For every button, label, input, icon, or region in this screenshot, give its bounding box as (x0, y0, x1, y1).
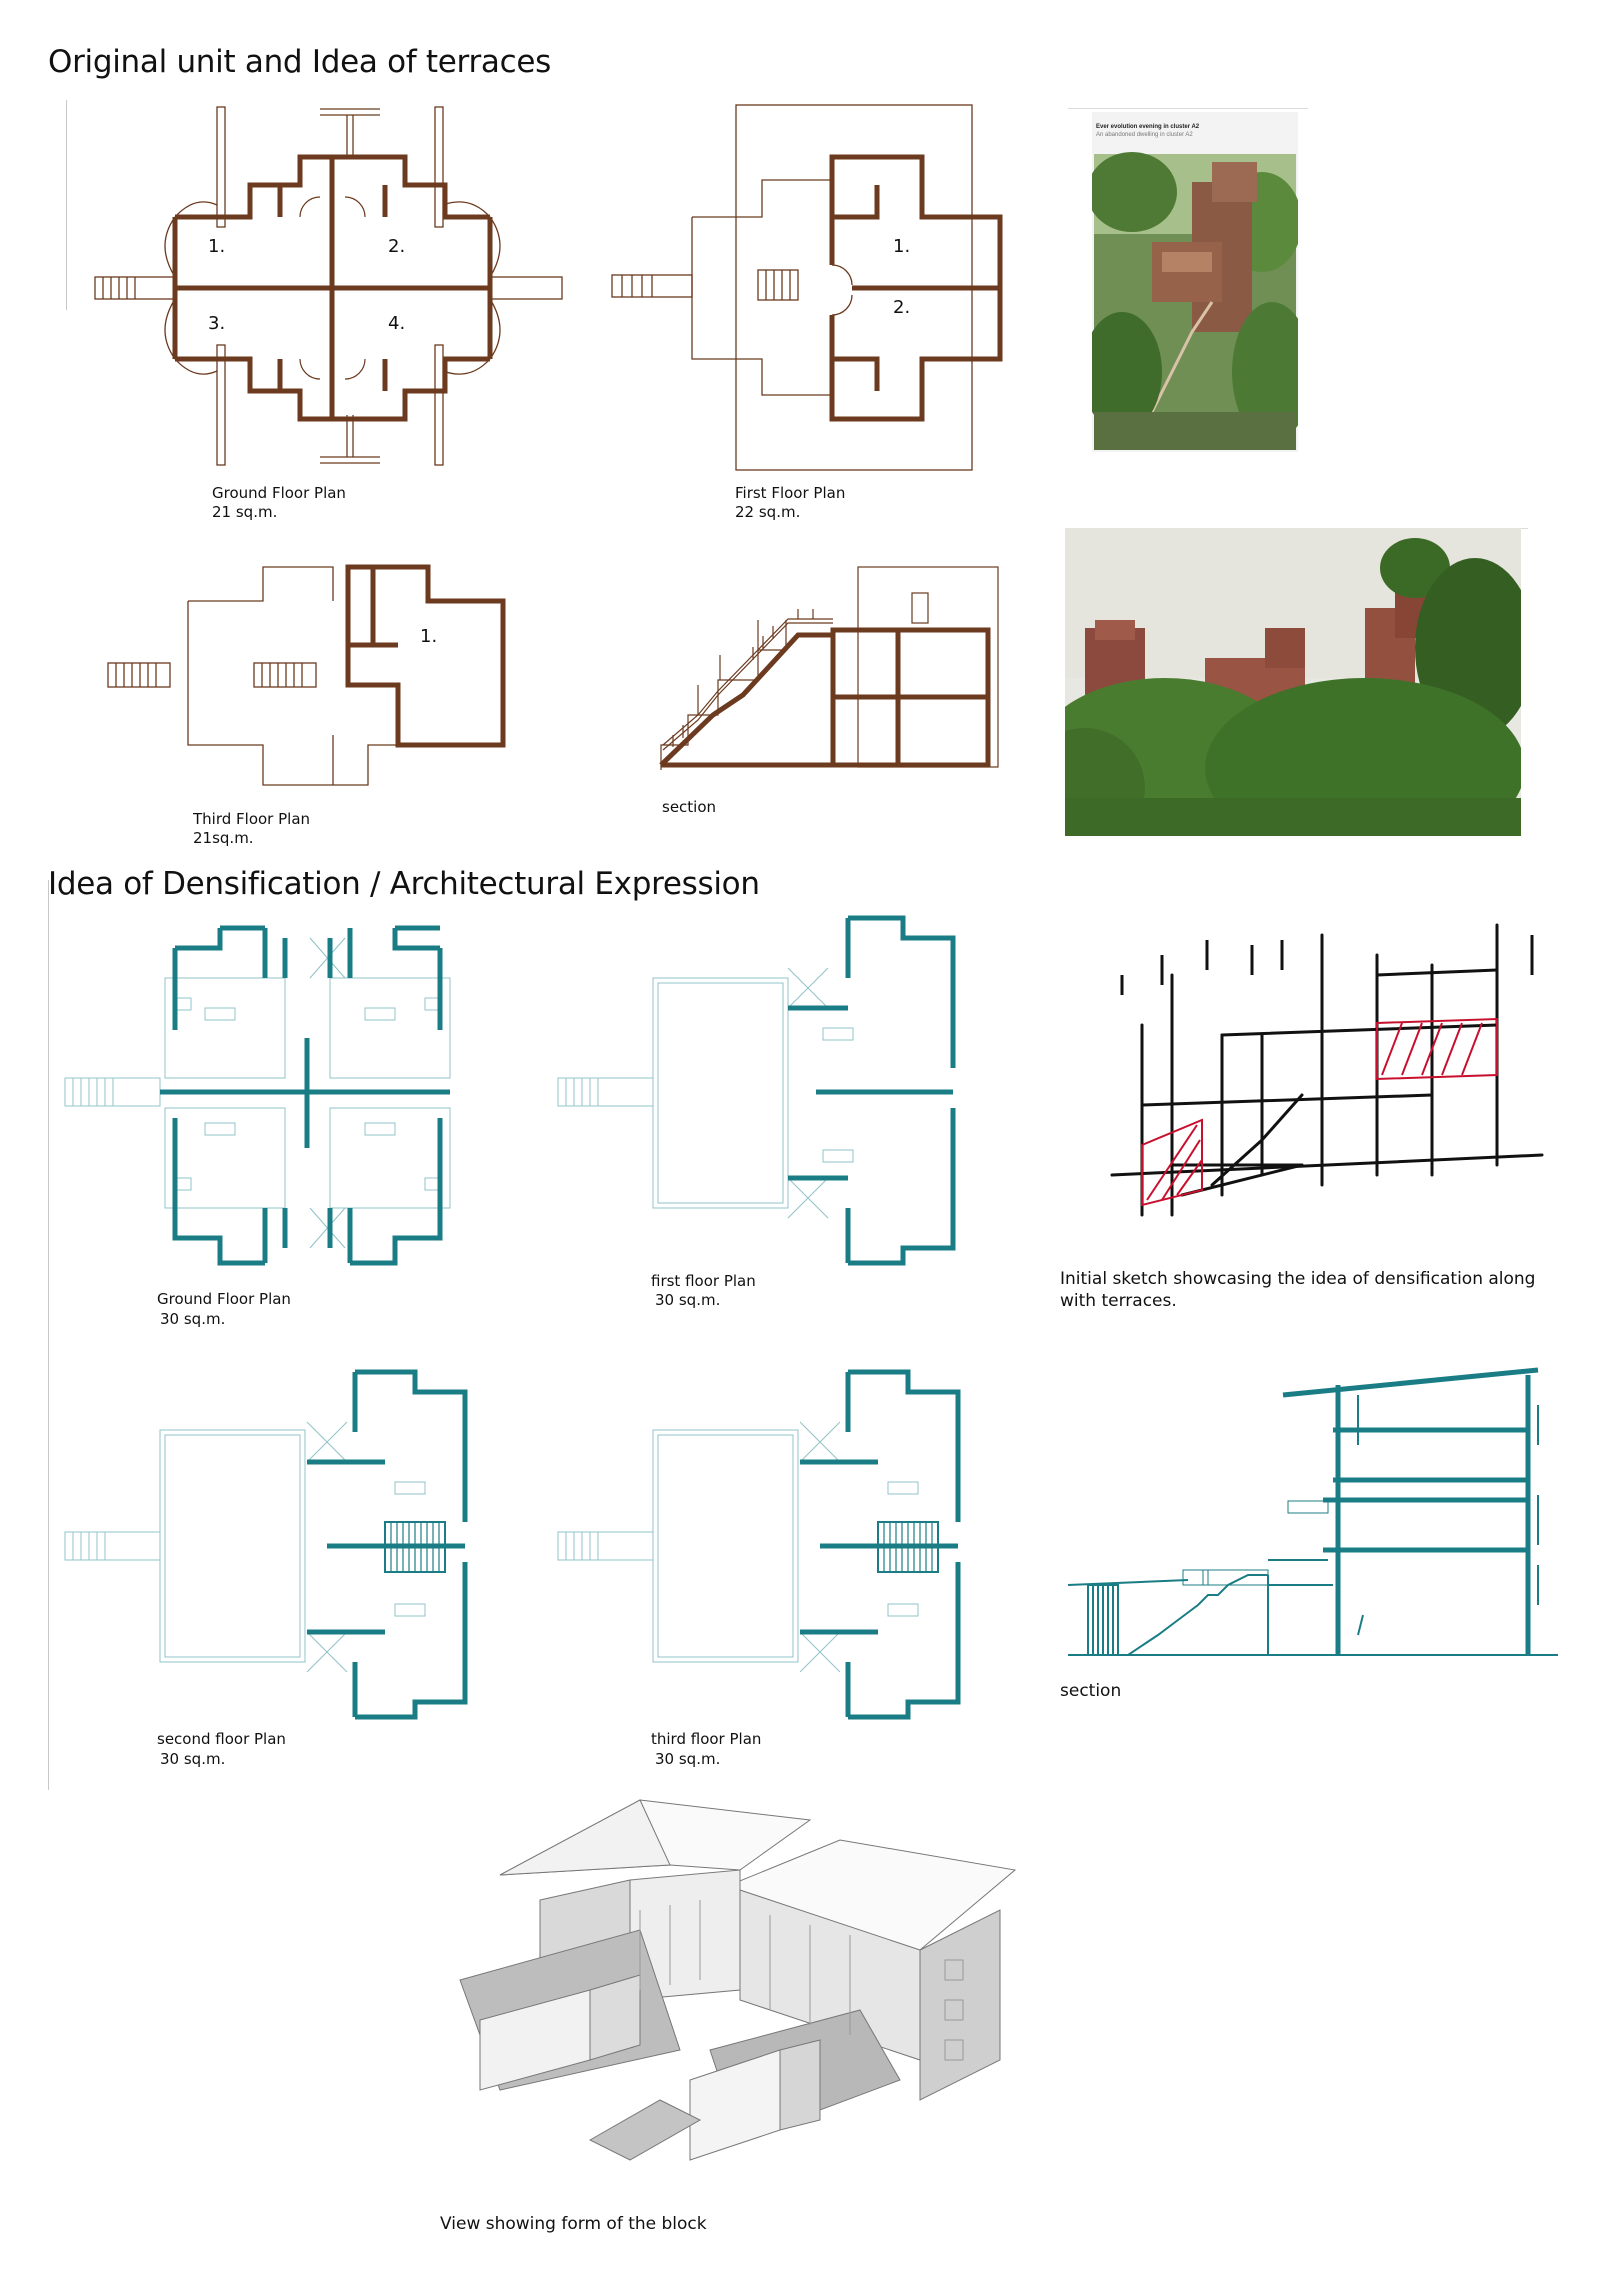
photo-cluster-buildings (1065, 528, 1521, 836)
divider-line (66, 100, 67, 310)
densified-second-floor-plan (64, 1369, 468, 1720)
original-first-floor-plan (611, 104, 1003, 471)
unit-label-2: 2. (388, 236, 406, 257)
unit-label-4: 4. (388, 313, 406, 334)
original-ground-floor-plan (94, 106, 563, 466)
plan-title: first floor Plan (651, 1272, 756, 1290)
divider-line (48, 880, 49, 1790)
plan-area: 30 sq.m. (160, 1310, 226, 1328)
unit-label-1: 1. (420, 626, 438, 647)
section-1-title: Original unit and Idea of terraces (48, 44, 551, 80)
unit-label-1: 1. (208, 236, 226, 257)
axonometric-block-view (459, 1799, 1017, 2161)
plan-title: second floor Plan (157, 1730, 286, 1748)
unit-label-3: 3. (208, 313, 226, 334)
section-label: section (1060, 1681, 1122, 1701)
densified-first-floor-plan (557, 915, 956, 1266)
divider-line (1068, 108, 1308, 109)
original-section-drawing (659, 566, 999, 770)
plan-title: third floor Plan (651, 1730, 762, 1748)
plan-title: Third Floor Plan (193, 810, 311, 828)
plan-title: Ground Floor Plan (212, 484, 346, 502)
section-2-title: Idea of Densification / Architectural Ex… (48, 866, 760, 902)
plan-area: 30 sq.m. (160, 1750, 226, 1768)
unit-label-2: 2. (893, 297, 911, 318)
unit-label-1: 1. (893, 236, 911, 257)
plan-area: 22 sq.m. (735, 503, 801, 521)
densified-third-floor-plan (557, 1369, 961, 1720)
initial-densification-sketch (1110, 923, 1544, 1217)
densified-ground-floor-plan (64, 925, 451, 1266)
photo-caption: Ever evolution evening in cluster A2 (1096, 124, 1200, 130)
photo-caption: An abandoned dwelling in cluster A2 (1096, 132, 1193, 138)
plan-area: 30 sq.m. (655, 1750, 721, 1768)
plan-title: First Floor Plan (735, 484, 846, 502)
plan-area: 21 sq.m. (212, 503, 278, 521)
plan-area: 21sq.m. (193, 829, 254, 847)
section-label: section (662, 798, 717, 816)
photo-abandoned-dwelling: Ever evolution evening in cluster A2 An … (1092, 112, 1298, 452)
plan-area: 30 sq.m. (655, 1291, 721, 1309)
original-third-floor-plan (107, 564, 506, 786)
sketch-caption: Initial sketch showcasing the idea of de… (1060, 1269, 1536, 1311)
axonometric-caption: View showing form of the block (440, 2214, 707, 2234)
plan-title: Ground Floor Plan (157, 1290, 291, 1308)
densified-section-drawing (1067, 1367, 1558, 1656)
